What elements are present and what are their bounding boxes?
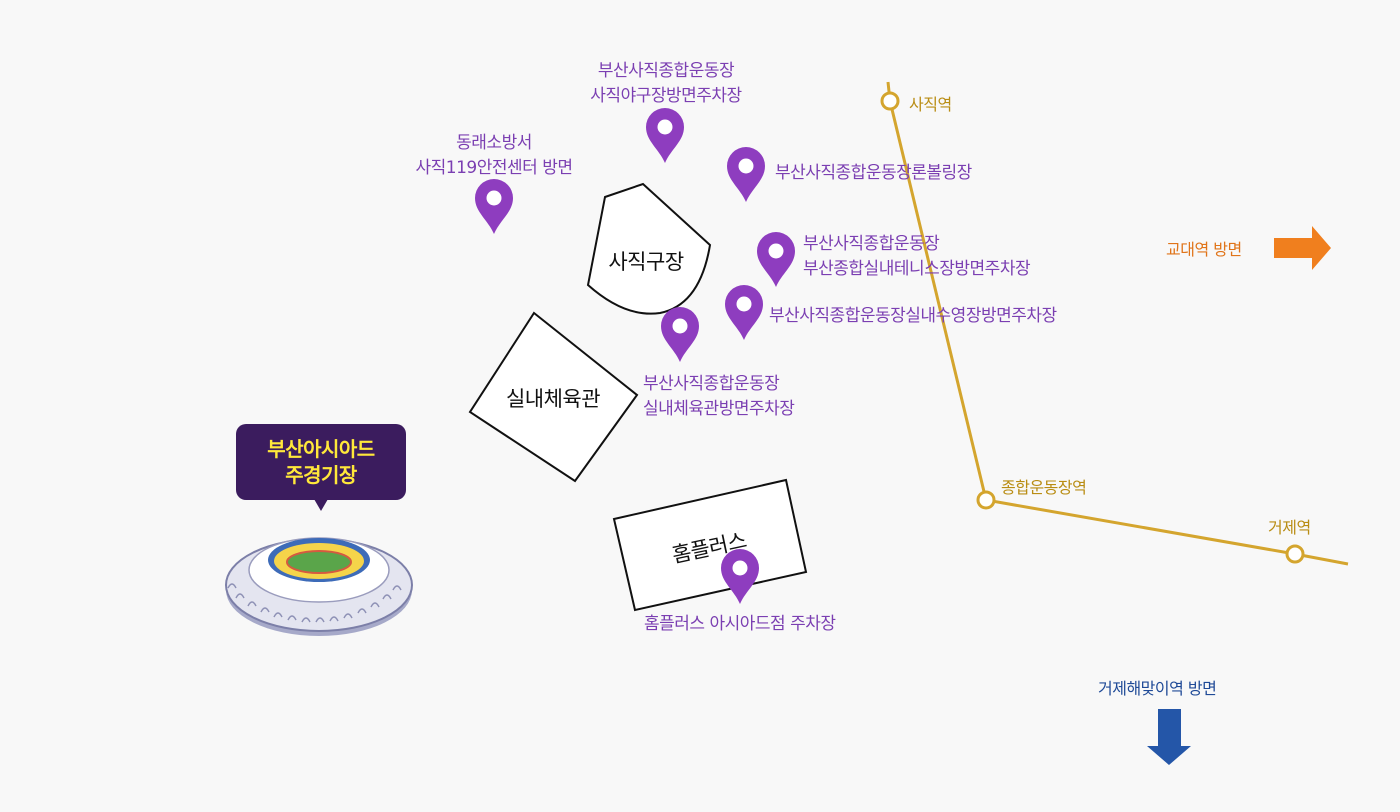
indoor-gym-parking-marker[interactable]: [661, 307, 699, 362]
main-stadium-name-line1: 부산아시아드: [267, 437, 375, 461]
station-sports-complex-marker[interactable]: [976, 490, 996, 510]
label-line: 실내체육관방면주차장: [643, 399, 795, 419]
station-sajik-marker[interactable]: [880, 91, 900, 111]
label-line: 사직야구장방면주차장: [590, 86, 742, 106]
indoor-gym-parking-label[interactable]: 부산사직종합운동장 실내체육관방면주차장: [643, 372, 795, 422]
tennis-parking-label[interactable]: 부산사직종합운동장 부산종합실내테니스장방면주차장: [803, 232, 1031, 282]
sajik-baseball-parking-marker[interactable]: [646, 108, 684, 163]
indoor-gym-building[interactable]: [468, 311, 639, 483]
sajik-stadium-building[interactable]: [586, 182, 712, 315]
tennis-parking-marker[interactable]: [757, 232, 795, 287]
label-line: 홈플러스 아시아드점 주차장: [644, 614, 836, 634]
swimming-parking-label[interactable]: 부산사직종합운동장실내수영장방면주차장: [769, 304, 1057, 329]
swimming-parking-marker[interactable]: [725, 285, 763, 340]
station-sajik-label: 사직역: [909, 95, 952, 114]
indoor-gym-label: 실내체육관: [505, 387, 601, 411]
label-line: 부산사직종합운동장실내수영장방면주차장: [769, 306, 1057, 326]
label-line: 동래소방서: [456, 133, 532, 153]
label-line: 부산종합실내테니스장방면주차장: [803, 259, 1031, 279]
homeplus-parking-label[interactable]: 홈플러스 아시아드점 주차장: [644, 612, 836, 637]
sajik-stadium-label: 사직구장: [608, 250, 684, 274]
stadium-illustration[interactable]: [225, 537, 413, 636]
arrow-right-icon: [1274, 226, 1331, 270]
main-stadium-badge[interactable]: 부산아시아드 주경기장: [236, 424, 406, 500]
badge-pointer: [314, 499, 328, 511]
label-line: 부산사직종합운동장론볼링장: [775, 163, 972, 183]
fire-station-marker[interactable]: [475, 179, 513, 234]
label-line: 부산사직종합운동장: [643, 374, 780, 394]
label-line: 부산사직종합운동장: [597, 61, 735, 81]
station-geoje-label: 거제역: [1268, 518, 1311, 537]
label-line: 사직119안전센터 방면: [415, 158, 573, 178]
homeplus-building[interactable]: [612, 478, 808, 612]
label-line: 부산사직종합운동장: [803, 234, 940, 254]
south-direction-label: 거제해맞이역 방면: [1098, 679, 1217, 698]
sajik-baseball-parking-label[interactable]: 부산사직종합운동장 사직야구장방면주차장: [590, 59, 742, 109]
station-geoje-marker[interactable]: [1285, 544, 1305, 564]
east-direction-label: 교대역 방면: [1166, 240, 1242, 259]
main-stadium-name-line2: 주경기장: [285, 463, 357, 487]
fire-station-label[interactable]: 동래소방서 사직119안전센터 방면: [416, 131, 573, 181]
station-sports-complex-label: 종합운동장역: [1001, 478, 1087, 497]
arrow-down-icon: [1147, 709, 1191, 765]
bowling-parking-label[interactable]: 부산사직종합운동장론볼링장: [775, 161, 972, 186]
bowling-parking-marker[interactable]: [727, 147, 765, 202]
